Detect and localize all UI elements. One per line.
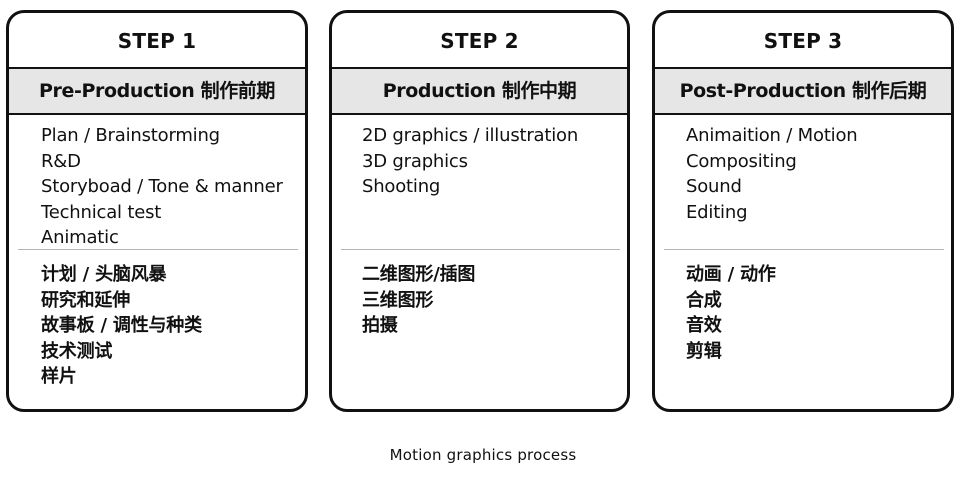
list-item: 音效 — [686, 315, 722, 336]
list-item: 3D graphics — [362, 150, 468, 172]
list-item: Animatic — [41, 227, 119, 248]
list-item: 动画 / 动作 — [686, 264, 776, 285]
list-item: Storyboad / Tone & manner — [41, 176, 283, 197]
list-item: 三维图形 — [362, 289, 434, 311]
step-3-chinese-list: 动画 / 动作 合成 音效 剪辑 — [655, 250, 951, 364]
list-item: 合成 — [686, 289, 722, 311]
step-3-card: STEP 3 Post-Production 制作后期 Animaition /… — [652, 10, 954, 412]
list-item: 计划 / 头脑风暴 — [41, 264, 167, 285]
list-item: 拍摄 — [362, 315, 398, 336]
step-1-chinese-list: 计划 / 头脑风暴 研究和延伸 故事板 / 调性与种类 技术测试 样片 — [9, 250, 305, 390]
step-2-card: STEP 2 Production 制作中期 2D graphics / ill… — [329, 10, 630, 412]
step-1-phase: Pre-Production 制作前期 — [9, 67, 305, 115]
step-2-english-list: 2D graphics / illustration 3D graphics S… — [332, 115, 627, 249]
list-item: R&D — [41, 150, 81, 172]
divider — [341, 249, 620, 250]
list-item: 研究和延伸 — [41, 289, 130, 311]
list-item: 剪辑 — [686, 340, 722, 362]
list-item: Compositing — [686, 150, 797, 172]
list-item: 2D graphics / illustration — [362, 125, 579, 146]
step-1-title: STEP 1 — [117, 29, 197, 53]
step-2-title: STEP 2 — [440, 29, 519, 53]
step-3-phase: Post-Production 制作后期 — [655, 67, 951, 115]
divider — [18, 249, 298, 250]
list-item: Shooting — [362, 176, 441, 197]
step-2-phase: Production 制作中期 — [332, 67, 627, 115]
list-item: 故事板 / 调性与种类 — [41, 315, 202, 336]
step-1-english-list: Plan / Brainstorming R&D Storyboad / Ton… — [9, 115, 305, 249]
list-item: Editing — [686, 201, 748, 223]
list-item: Technical test — [41, 201, 162, 223]
divider — [664, 249, 944, 250]
figure-caption: Motion graphics process — [389, 446, 577, 464]
step-1-card: STEP 1 Pre-Production 制作前期 Plan / Brains… — [6, 10, 308, 412]
list-item: 样片 — [41, 366, 77, 387]
step-3-title: STEP 3 — [763, 29, 843, 53]
step-3-english-list: Animaition / Motion Compositing Sound Ed… — [655, 115, 951, 249]
list-item: Animaition / Motion — [686, 125, 858, 146]
list-item: Plan / Brainstorming — [41, 125, 220, 146]
list-item: 二维图形/插图 — [362, 264, 476, 285]
list-item: Sound — [686, 176, 742, 197]
step-2-chinese-list: 二维图形/插图 三维图形 拍摄 — [332, 250, 627, 339]
list-item: 技术测试 — [41, 340, 113, 362]
